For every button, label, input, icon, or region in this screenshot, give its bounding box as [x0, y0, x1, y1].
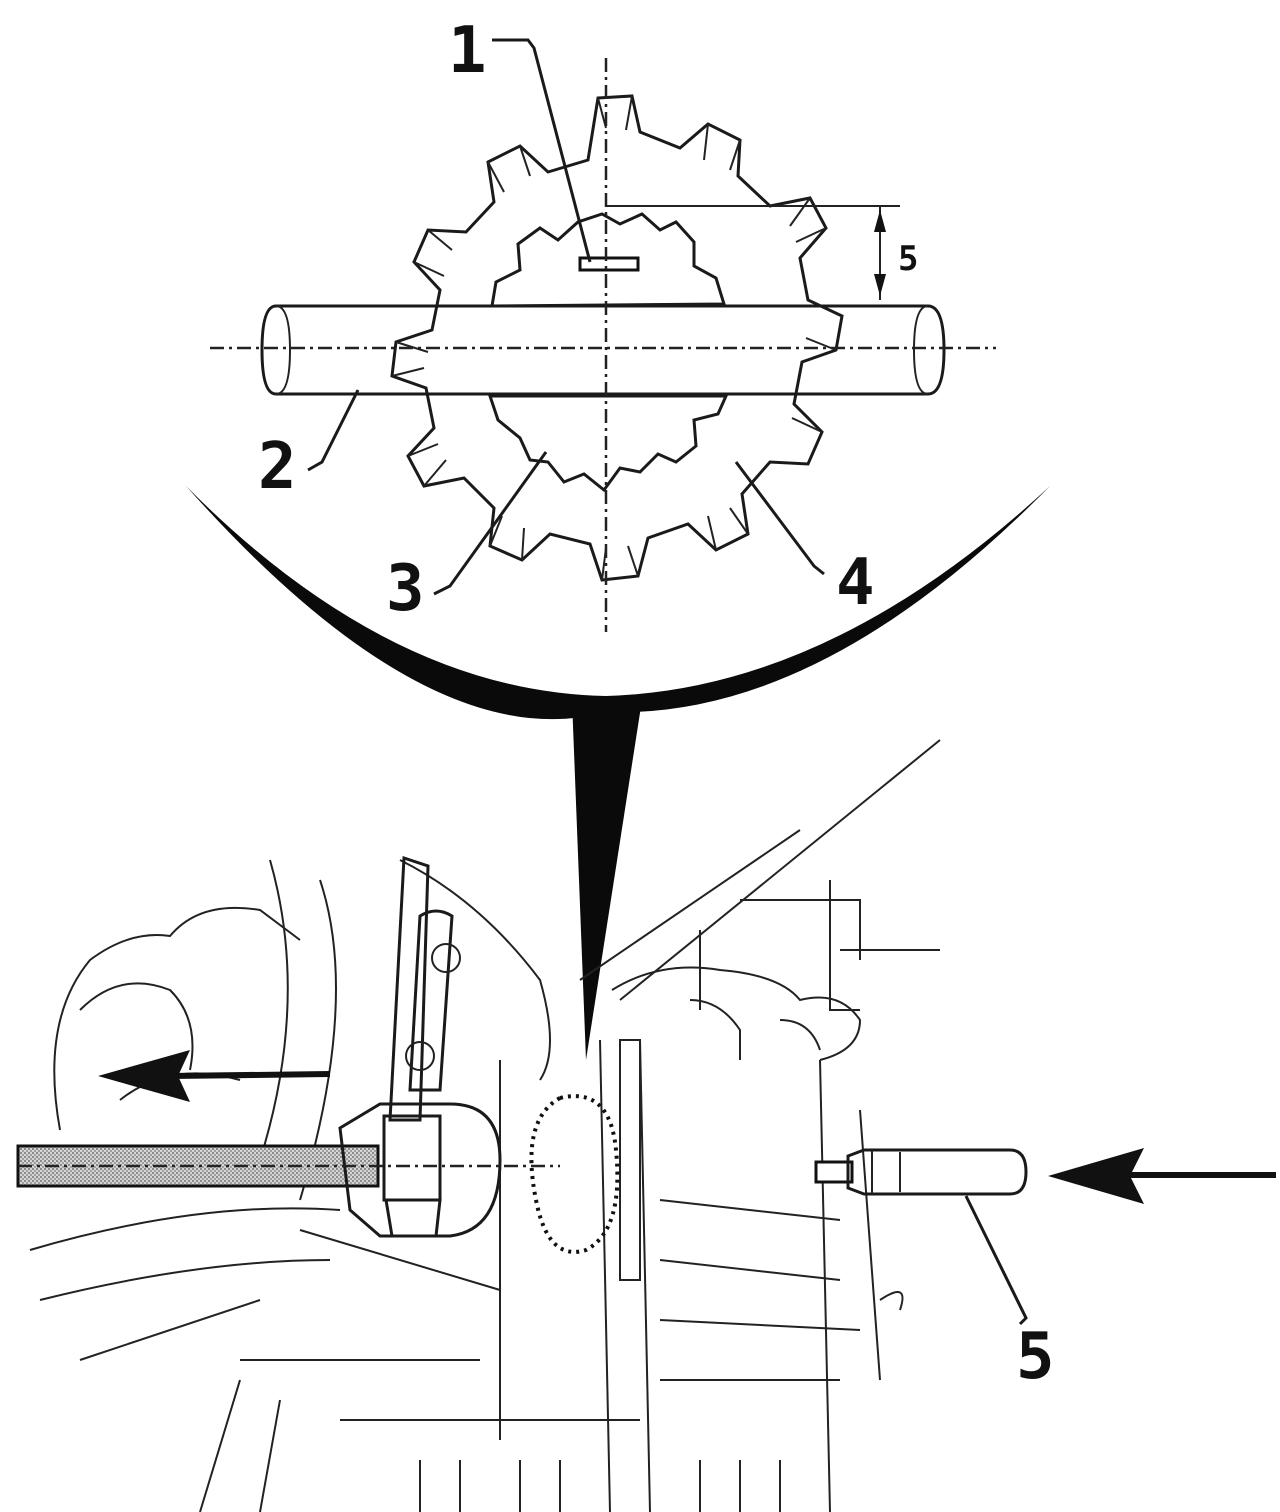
callout-2: 2: [258, 430, 297, 504]
leader-2: [307, 389, 360, 472]
magnifier-pointer: [572, 700, 642, 1060]
screwdriver-tool: [814, 1148, 1028, 1196]
callout-4: 4: [836, 546, 875, 620]
dimension-5: [606, 205, 900, 300]
rack-shaft: [16, 1102, 560, 1238]
dimension-5-label: 5: [898, 239, 918, 279]
leader-5: [964, 1195, 1028, 1326]
leader-4: [734, 461, 825, 576]
highlight-oval: [529, 1094, 620, 1254]
shaft: [260, 304, 946, 396]
callout-3: 3: [386, 552, 425, 626]
outer-gear: [390, 94, 844, 582]
leader-3: [433, 451, 548, 596]
key-slot: [578, 256, 640, 272]
callout-5: 5: [1016, 1320, 1055, 1394]
callout-1: 1: [448, 14, 487, 88]
inner-gear-lower: [487, 394, 729, 493]
assembly-view: [16, 739, 1276, 1512]
magnifier-crescent: [186, 486, 1050, 720]
inner-gear-upper: [490, 212, 727, 308]
detail-view: [186, 38, 1050, 1060]
push-arrow-right: [1048, 1148, 1276, 1204]
lever-plate: [388, 855, 461, 1122]
leader-1: [492, 38, 592, 263]
pull-arrow-left: [98, 1050, 331, 1102]
